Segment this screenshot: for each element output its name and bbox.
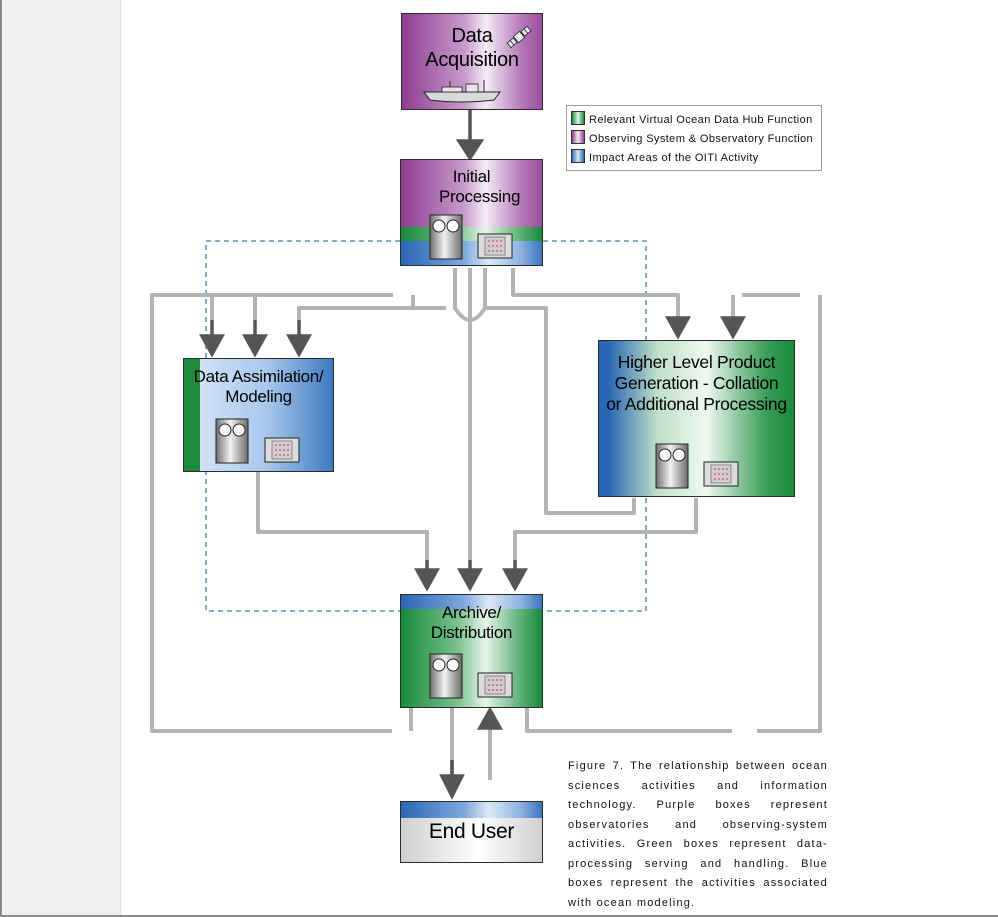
server-rack-icon xyxy=(477,233,513,259)
end-user-title: End User xyxy=(428,820,515,843)
server-rack-icon xyxy=(703,461,739,487)
archive-distribution-node: Archive/ Distribution xyxy=(400,594,543,708)
server-rack-icon xyxy=(477,672,513,698)
initial-processing-title: Initial Processing xyxy=(439,167,521,206)
gray-connector-lines xyxy=(150,268,822,780)
page-margin xyxy=(0,0,121,917)
legend-label: Relevant Virtual Ocean Data Hub Function xyxy=(589,114,813,126)
initial-processing-node: Initial Processing xyxy=(400,159,543,266)
legend-label: Observing System & Observatory Function xyxy=(589,133,814,145)
legend-swatch-blue xyxy=(571,149,585,163)
data-acquisition-title: Data Acquisition xyxy=(425,25,519,71)
data-acquisition-node: Data Acquisition xyxy=(401,13,543,110)
legend-item: Impact Areas of the OITI Activity xyxy=(571,149,759,165)
higher-level-product-title: Higher Level Product Generation - Collat… xyxy=(606,352,787,414)
legend-item: Relevant Virtual Ocean Data Hub Function xyxy=(571,111,813,127)
tape-drive-icon xyxy=(429,214,463,260)
legend-swatch-green xyxy=(571,111,585,125)
legend-item: Observing System & Observatory Function xyxy=(571,130,813,146)
ship-icon xyxy=(423,80,501,103)
tape-drive-icon xyxy=(655,443,689,489)
data-assimilation-node: Data Assimilation/ Modeling xyxy=(183,358,334,472)
data-assimilation-title: Data Assimilation/ Modeling xyxy=(193,367,324,406)
higher-level-product-node: Higher Level Product Generation - Collat… xyxy=(598,340,795,497)
figure-caption: Figure 7. The relationship between ocean… xyxy=(568,760,828,909)
server-rack-icon xyxy=(264,437,300,463)
flow-arrows xyxy=(199,110,746,800)
end-user-node: End User xyxy=(400,801,543,863)
tape-drive-icon xyxy=(215,418,249,464)
archive-distribution-title: Archive/ Distribution xyxy=(430,603,513,642)
legend-swatch-purple xyxy=(571,130,585,144)
satellite-icon xyxy=(506,25,532,49)
tape-drive-icon xyxy=(429,653,463,699)
legend-label: Impact Areas of the OITI Activity xyxy=(589,152,759,164)
legend: Relevant Virtual Ocean Data Hub Function… xyxy=(566,105,822,171)
